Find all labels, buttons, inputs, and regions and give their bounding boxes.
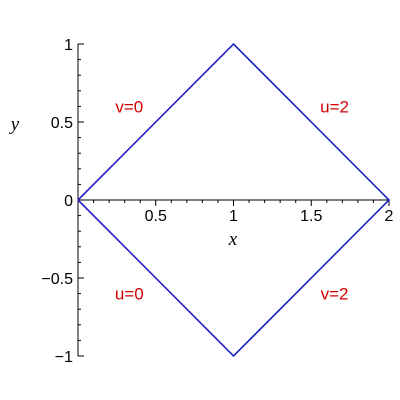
axes: 0.5 1 1.5 2 1 0.5 0 −0.5 −1 <box>41 37 393 366</box>
y-tick-label: −1 <box>55 349 73 366</box>
x-axis-label: x <box>228 229 238 250</box>
y-tick-label: 1 <box>64 37 73 54</box>
series-layer <box>77 42 391 358</box>
labels-layer: x y <box>9 114 238 250</box>
annotation-label: v=0 <box>115 97 143 116</box>
annotation-label: u=0 <box>115 285 144 304</box>
y-tick-label: 0 <box>64 193 73 210</box>
series-line-0 <box>77 42 391 358</box>
x-tick-label: 0.5 <box>145 208 167 225</box>
x-tick-label: 2 <box>385 208 394 225</box>
y-tick-label: −0.5 <box>41 271 73 288</box>
annotation-label: u=2 <box>320 97 349 116</box>
y-tick-label: 0.5 <box>51 115 73 132</box>
x-tick-label: 1.5 <box>300 208 322 225</box>
annotations-layer: v=0 u=2 u=0 v=2 <box>115 97 349 303</box>
y-axis-label: y <box>9 114 20 135</box>
x-tick-label: 1 <box>229 208 238 225</box>
annotation-label: v=2 <box>321 285 349 304</box>
